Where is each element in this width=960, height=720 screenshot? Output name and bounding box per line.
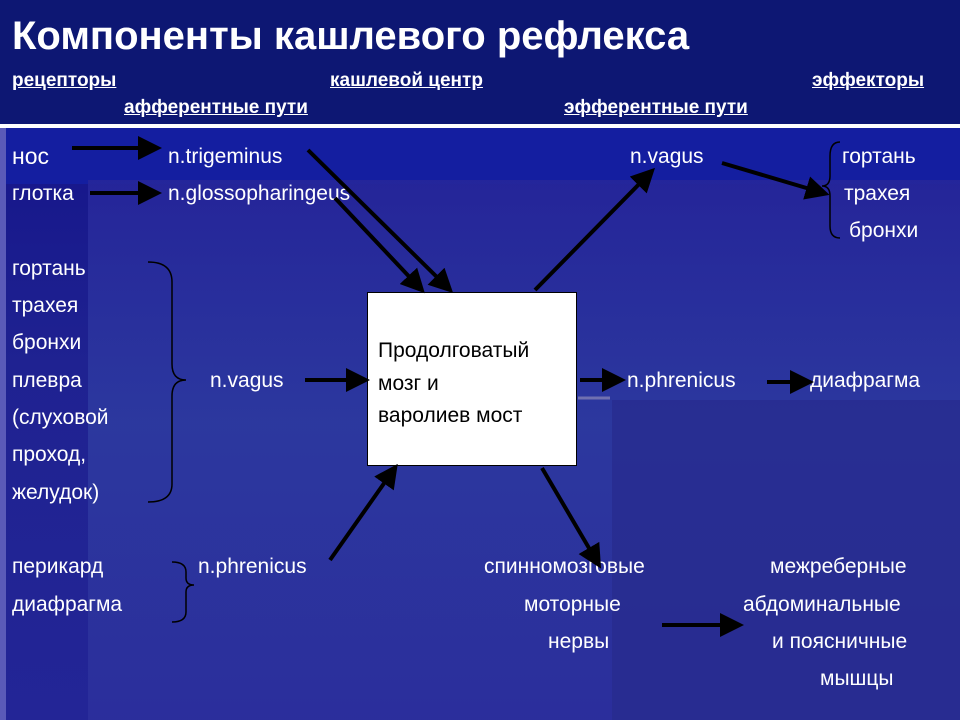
arrow-phrenicus-center [328,463,398,562]
receptor-prohod: проход, [12,443,87,466]
effector-diafragma: диафрагма [810,369,921,392]
nerve-phrenicus-afferent: n.phrenicus [198,555,307,578]
receptor-plevra: плевра [12,369,82,392]
brace-left-middle [147,261,187,503]
header-cough-center: кашлевой центр [330,70,483,91]
header-effectors: эффекторы [812,70,925,91]
header-efferent: эфферентные пути [564,97,748,118]
receptor-bronhi: бронхи [12,331,82,354]
muscles-line4: мышцы [820,667,894,690]
nerve-phrenicus-efferent: n.phrenicus [627,369,736,392]
header-afferent: афферентные пути [124,97,308,118]
effector-gortan: гортань [842,145,916,168]
spinal-nerves-line2: моторные [524,593,621,616]
center-box-line2: мозг и [378,372,439,395]
nerve-vagus-afferent: n.vagus [210,369,284,392]
header-divider [0,124,960,128]
spinal-nerves-line3: нервы [548,630,610,653]
arrow-glosso-center [333,196,425,294]
receptor-glotka: глотка [12,182,74,205]
nerve-glossopharingeus: n.glossopharingeus [168,182,351,205]
receptor-diafragma: диафрагма [12,593,123,616]
nerve-vagus-efferent: n.vagus [630,145,704,168]
brace-right-top [821,141,841,239]
brainstem-center-box: Продолговатый мозг и варолиев мост [367,292,577,466]
effector-bronhi: бронхи [849,219,919,242]
arrow-vagus-larynx [721,161,830,200]
arrow-center-vagus [533,167,656,292]
spinal-nerves-line1: спинномозговые [484,555,645,578]
nerve-trigeminus: n.trigeminus [168,145,283,168]
muscles-line2: абдоминальные [743,593,901,616]
header-receptors: рецепторы [12,70,117,91]
left-accent-bar [0,128,6,720]
receptor-traheya: трахея [12,294,79,317]
arrow-center-spinal [540,466,602,569]
right-panel-background [612,400,960,720]
slide-title: Компоненты кашлевого рефлекса [12,14,690,58]
muscles-line1: межреберные [770,555,907,578]
muscles-line3: и поясничные [772,630,908,653]
brace-left-bottom [171,561,195,623]
center-box-line3: варолиев мост [378,404,523,427]
receptor-nos: нос [12,143,49,169]
receptor-gortan: гортань [12,257,86,280]
header-background [0,0,960,128]
receptor-zheludok: желудок) [12,481,100,504]
effector-traheya: трахея [844,182,911,205]
receptor-sluh: (слуховой [12,406,109,429]
arrow-trigeminus-center [306,148,454,294]
center-box-line1: Продолговатый [378,339,530,362]
receptor-perikard: перикард [12,555,104,578]
